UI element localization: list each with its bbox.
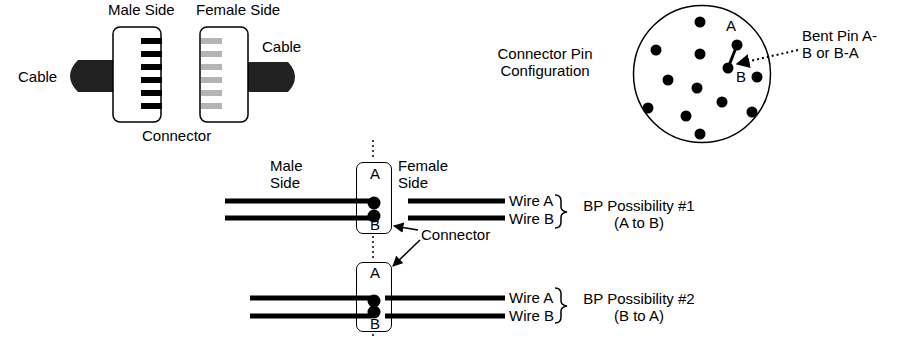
label-text: Wire A xyxy=(509,192,569,209)
wire xyxy=(225,216,372,221)
cable-right xyxy=(248,62,295,92)
female-connector xyxy=(200,27,248,122)
female-pin xyxy=(201,77,222,83)
label-text: Connector Pin Configuration xyxy=(492,45,598,79)
mating-plane xyxy=(372,236,374,260)
label-text: Wire A xyxy=(509,289,569,306)
pin-dot xyxy=(692,83,703,94)
bent-pin xyxy=(728,45,737,68)
wire xyxy=(408,199,505,204)
label-text: Bent Pin A-B or B-A xyxy=(802,27,882,61)
circle-outline xyxy=(634,6,771,143)
brace xyxy=(555,195,567,228)
male-pin xyxy=(141,51,162,57)
pin-dot xyxy=(717,97,728,108)
connector-box: AB xyxy=(356,262,392,332)
cable-left xyxy=(70,60,113,92)
pin-letter: B xyxy=(370,216,380,233)
leader-line xyxy=(393,240,420,266)
pin-dot xyxy=(695,129,706,140)
female-pins xyxy=(201,38,222,109)
label-text: Wire B xyxy=(509,307,569,324)
wire xyxy=(385,314,505,319)
female-pin xyxy=(201,38,222,44)
label-text: Female Side xyxy=(196,1,296,18)
label-text: Cable xyxy=(18,68,78,85)
male-pin xyxy=(141,103,162,109)
label-text: Wire B xyxy=(509,210,569,227)
pin-dot xyxy=(695,17,706,28)
pin-letter: B xyxy=(370,315,380,332)
pin xyxy=(368,197,381,210)
circle-outline xyxy=(632,4,772,144)
label-text: BP Possibility #2 (B to A) xyxy=(575,290,703,324)
label-text: Male Side xyxy=(108,1,198,18)
label-text: Cable xyxy=(262,38,322,55)
leader-line xyxy=(394,226,418,230)
pin-configuration-circle: AB xyxy=(632,4,772,144)
pin-letter: B xyxy=(736,68,746,85)
pin-dot xyxy=(695,49,706,60)
male-pins xyxy=(141,38,162,109)
wire xyxy=(408,216,505,221)
female-pin xyxy=(201,51,222,57)
male-connector xyxy=(113,27,161,122)
male-pin xyxy=(141,77,162,83)
label-text: Female Side xyxy=(398,157,453,191)
male-pin xyxy=(141,64,162,70)
label-text: Connector xyxy=(421,226,511,243)
female-pin xyxy=(201,64,222,70)
wire xyxy=(225,199,372,204)
male-pin xyxy=(141,90,162,96)
label-text: Male Side xyxy=(270,157,312,191)
pin-letter: A xyxy=(370,165,380,182)
mating-plane xyxy=(372,140,374,160)
female-pin xyxy=(201,103,222,109)
label-text: BP Possibility #1 (A to B) xyxy=(575,197,703,231)
mating-plane xyxy=(372,334,374,339)
wire xyxy=(250,296,372,301)
pin-dot xyxy=(663,75,674,86)
connector-box: AB xyxy=(356,162,392,234)
wire xyxy=(385,296,505,301)
pin-dot xyxy=(651,45,662,56)
male-pin xyxy=(141,38,162,44)
wire xyxy=(250,314,372,319)
pin-dot xyxy=(752,72,763,83)
pin-dots xyxy=(643,17,763,140)
pin-dot xyxy=(681,111,692,122)
brace xyxy=(555,288,567,323)
female-pin xyxy=(201,90,222,96)
label-text: Connector xyxy=(142,127,232,144)
pin-letter: A xyxy=(726,17,736,34)
pin-letter: A xyxy=(370,264,380,281)
